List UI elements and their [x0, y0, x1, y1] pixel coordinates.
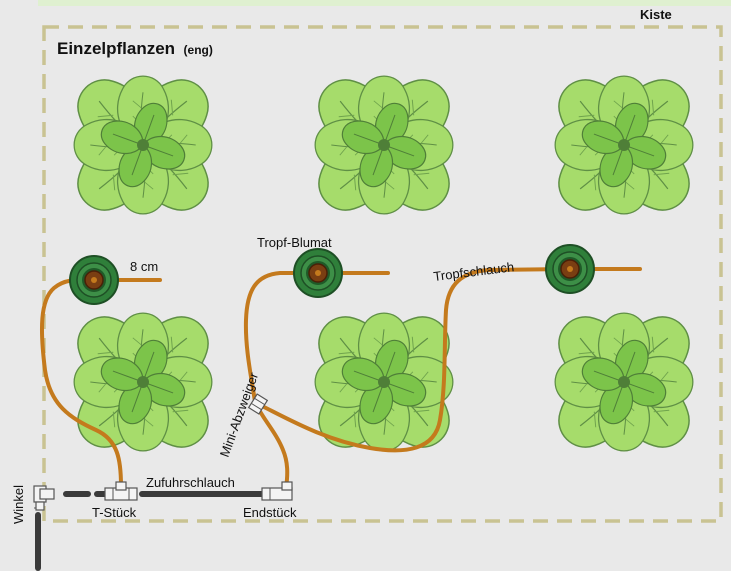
plants	[65, 67, 703, 461]
label-distance: 8 cm	[130, 259, 158, 274]
supply-hose	[35, 491, 265, 571]
title-sub: (eng)	[184, 43, 213, 57]
label-tee: T-Stück	[92, 505, 137, 520]
plant-6	[546, 304, 703, 461]
plant-2	[306, 67, 463, 224]
box-border	[42, 25, 723, 523]
title-main: Einzelpflanzen	[57, 39, 175, 58]
drippers	[69, 244, 595, 305]
label-drip-hose: Tropfschlauch	[433, 259, 515, 284]
drip-hose-middle	[243, 271, 336, 404]
box-label: Kiste	[640, 7, 672, 22]
elbow-fitting	[33, 485, 55, 511]
end-piece-fitting	[261, 481, 293, 501]
dripper-2	[293, 248, 343, 298]
dripper-1	[69, 255, 119, 305]
title: Einzelpflanzen (eng)	[57, 39, 213, 58]
dripper-3	[545, 244, 595, 294]
plant-3	[546, 67, 703, 224]
label-supply-hose: Zufuhrschlauch	[146, 475, 235, 490]
label-mini-splitter: Mini-Abzweiger	[217, 370, 262, 459]
fittings	[33, 393, 293, 511]
tee-fitting	[104, 481, 138, 501]
label-drip-device: Tropf-Blumat	[257, 235, 332, 250]
label-elbow: Winkel	[11, 485, 26, 524]
plant-4	[65, 304, 222, 461]
plant-1	[65, 67, 222, 224]
label-end-piece: Endstück	[243, 505, 297, 520]
drip-hose-right	[260, 267, 572, 453]
drip-hose-left	[39, 277, 123, 488]
top-strip	[38, 0, 731, 6]
